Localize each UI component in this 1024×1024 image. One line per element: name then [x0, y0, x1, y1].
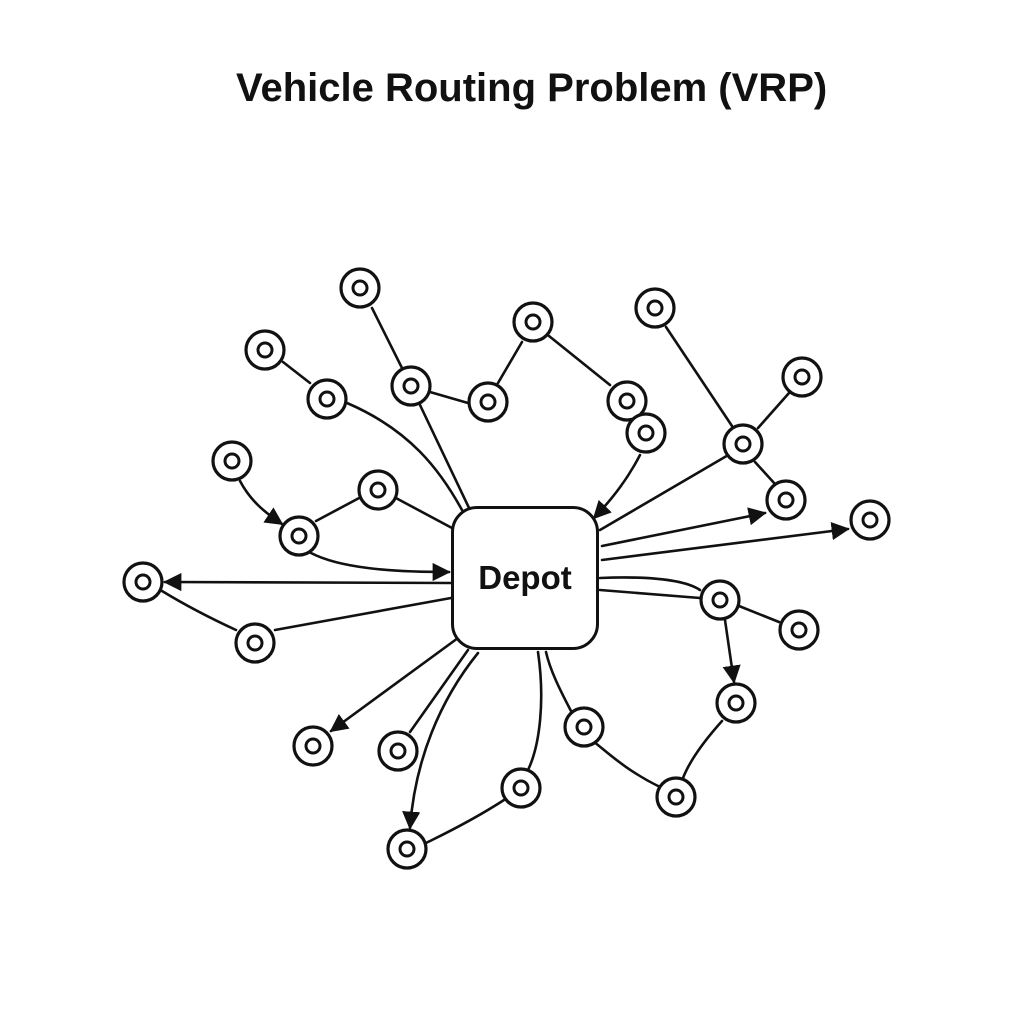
- customer-node-icon: [563, 706, 605, 748]
- customer-node-icon: [467, 381, 509, 423]
- customer-node-icon: [655, 776, 697, 818]
- customer-node-icon: [625, 412, 667, 454]
- customer-node-icon: [699, 579, 741, 621]
- route-edge: [664, 325, 734, 428]
- route-edge: [592, 740, 662, 789]
- route-arrow: [600, 507, 767, 548]
- customer-node-icon: [292, 725, 334, 767]
- customer-node-icon: [500, 767, 542, 809]
- route-arrow: [309, 551, 451, 582]
- customer-node-icon: [386, 828, 428, 870]
- customer-node-icon: [377, 730, 419, 772]
- customer-node-icon: [512, 301, 554, 343]
- customer-node-icon: [339, 267, 381, 309]
- route-edge: [598, 576, 702, 592]
- route-edge: [408, 648, 470, 734]
- customer-node-icon: [781, 356, 823, 398]
- customer-node-icon: [244, 329, 286, 371]
- route-edge: [753, 460, 777, 486]
- route-edge: [756, 391, 791, 430]
- route-edge: [544, 650, 573, 713]
- customer-node-icon: [778, 609, 820, 651]
- route-edge: [281, 360, 312, 385]
- route-edge: [681, 719, 724, 780]
- customer-node-icon: [306, 378, 348, 420]
- route-arrow: [592, 453, 642, 520]
- route-edge: [547, 334, 612, 387]
- customer-node-icon: [390, 365, 432, 407]
- route-edge: [598, 452, 732, 532]
- route-edge: [392, 495, 454, 530]
- route-edge: [418, 403, 472, 512]
- route-arrow: [329, 636, 460, 733]
- customer-node-icon: [122, 561, 164, 603]
- route-edge: [598, 588, 702, 600]
- route-arrow: [722, 618, 741, 684]
- route-edge: [496, 340, 524, 385]
- route-arrow: [238, 479, 284, 526]
- route-edge: [424, 798, 506, 845]
- depot-node: Depot: [451, 506, 599, 650]
- customer-node-icon: [849, 499, 891, 541]
- customer-node-icon: [606, 380, 648, 422]
- customer-node-icon: [234, 622, 276, 664]
- route-edge: [314, 495, 363, 523]
- route-edge: [160, 589, 238, 632]
- customer-node-icon: [357, 469, 399, 511]
- customer-node-icon: [715, 682, 757, 724]
- customer-node-icon: [634, 287, 676, 329]
- route-arrow: [600, 522, 850, 562]
- route-edge: [273, 596, 453, 632]
- route-arrow: [402, 651, 480, 830]
- route-edge: [737, 604, 781, 624]
- route-edge: [370, 306, 404, 370]
- customer-node-icon: [722, 423, 764, 465]
- route-edge: [526, 650, 543, 772]
- route-edge: [428, 390, 470, 405]
- customer-node-icon: [211, 440, 253, 482]
- depot-label: Depot: [478, 559, 572, 596]
- diagram-title: Vehicle Routing Problem (VRP): [236, 66, 828, 110]
- customer-node-icon: [278, 515, 320, 557]
- route-arrow: [163, 572, 453, 592]
- route-edge: [345, 401, 464, 512]
- customer-node-icon: [765, 479, 807, 521]
